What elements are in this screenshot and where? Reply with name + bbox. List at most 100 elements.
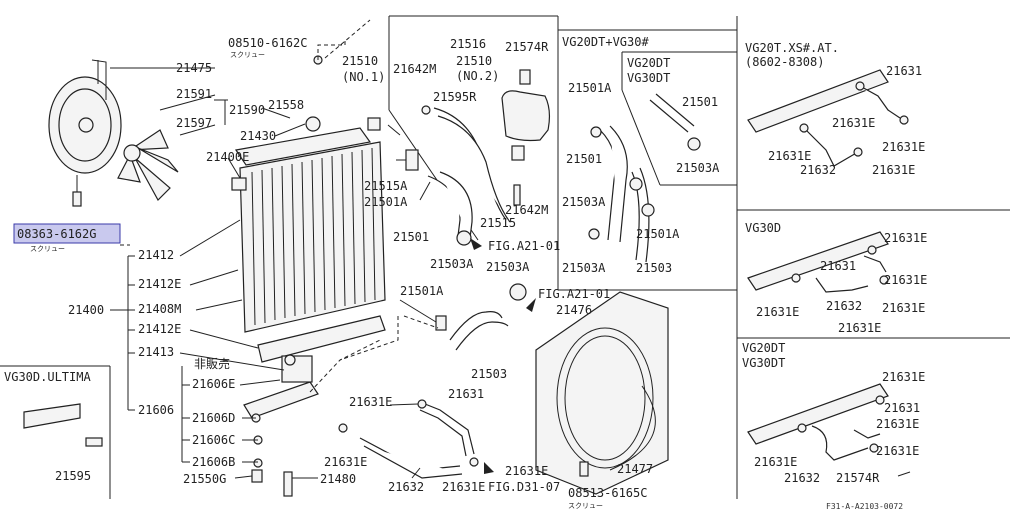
- footer-code: F31-A-A2103-0072: [826, 502, 903, 511]
- label-21631e-c[interactable]: 21631E: [882, 301, 925, 315]
- label-21503a-a[interactable]: 21503A: [430, 257, 474, 271]
- label-21574r-a[interactable]: 21574R: [505, 40, 549, 54]
- label-21408m[interactable]: 21408M: [138, 302, 181, 316]
- label-21501a[interactable]: 21501A: [568, 81, 612, 95]
- fan-blade-part: [117, 129, 179, 201]
- label-21631e-b[interactable]: 21631E: [324, 455, 367, 469]
- label-21501-a[interactable]: 21501: [393, 230, 429, 244]
- label-21631e-d[interactable]: 21631E: [756, 305, 799, 319]
- label-21606[interactable]: 21606: [138, 403, 174, 417]
- label-21400e[interactable]: 21400E: [206, 150, 249, 164]
- label-21503a-b[interactable]: 21503A: [562, 261, 606, 275]
- vg30d-panel-drawing: [747, 231, 889, 293]
- label-21631e-a[interactable]: 21631E: [882, 370, 925, 384]
- label-21516[interactable]: 21516: [450, 37, 486, 51]
- label-fig-d31-07[interactable]: FIG.D31-07: [488, 480, 560, 494]
- label-21590[interactable]: 21590: [229, 103, 265, 117]
- label-21631e-c[interactable]: 21631E: [876, 444, 919, 458]
- label-21515a[interactable]: 21515A: [364, 179, 408, 193]
- label-sub-21501[interactable]: 21501: [682, 95, 718, 109]
- label-21631[interactable]: 21631: [886, 64, 922, 78]
- lower-hose-part: [435, 283, 527, 351]
- label-21631-a[interactable]: 21631: [448, 387, 484, 401]
- label-21606c[interactable]: 21606C: [192, 433, 235, 447]
- label-21550g[interactable]: 21550G: [183, 472, 226, 486]
- label-21412[interactable]: 21412: [138, 248, 174, 262]
- label-21501a-a[interactable]: 21501A: [364, 195, 408, 209]
- label-21606b[interactable]: 21606B: [192, 455, 235, 469]
- panel-frames: [0, 15, 1010, 499]
- fan-shroud-large-part: [535, 291, 669, 495]
- label-21632-a[interactable]: 21632: [388, 480, 424, 494]
- label-21413[interactable]: 21413: [138, 345, 174, 359]
- label-21631e-b[interactable]: 21631E: [884, 273, 927, 287]
- label-21501a-b[interactable]: 21501A: [636, 227, 680, 241]
- label-21631[interactable]: 21631: [884, 401, 920, 415]
- label-21510-no2-a[interactable]: 21510: [456, 54, 492, 68]
- vg30d-panel-labels: VG30D 21631E 21631 21631E 21632 21631E 2…: [745, 221, 927, 335]
- label-21503a-a[interactable]: 21503A: [562, 195, 606, 209]
- label-21476[interactable]: 21476: [556, 303, 592, 317]
- label-21558[interactable]: 21558: [268, 98, 304, 112]
- label-fig-a21-01-b[interactable]: FIG.A21-01: [538, 287, 610, 301]
- label-21631e-c[interactable]: 21631E: [768, 149, 811, 163]
- label-21510-no1-a[interactable]: 21510: [342, 54, 378, 68]
- label-21400[interactable]: 21400: [68, 303, 104, 317]
- label-21412e-b[interactable]: 21412E: [138, 322, 181, 336]
- label-21631[interactable]: 21631: [820, 259, 856, 273]
- panel-title-vg20dt-vg30: VG20DT+VG30#: [562, 35, 649, 49]
- label-08513-6165c[interactable]: 08513-6165C: [568, 486, 647, 500]
- label-21631e-b[interactable]: 21631E: [882, 140, 925, 154]
- label-21574r[interactable]: 21574R: [836, 471, 880, 485]
- arrow-down-right-icon: [470, 238, 482, 250]
- label-21631e-d[interactable]: 21631E: [754, 455, 797, 469]
- label-21475[interactable]: 21475: [176, 61, 212, 75]
- label-screw-3: スクリュー: [568, 502, 603, 510]
- label-21480[interactable]: 21480: [320, 472, 356, 486]
- label-21515[interactable]: 21515: [480, 216, 516, 230]
- label-21642m-b[interactable]: 21642M: [505, 203, 548, 217]
- label-sub-21503a[interactable]: 21503A: [676, 161, 720, 175]
- label-21503[interactable]: 21503: [471, 367, 507, 381]
- panel-title-vg30dt: VG30DT: [742, 356, 785, 370]
- sub-panel-title-b: VG30DT: [627, 71, 670, 85]
- label-21631e-b[interactable]: 21631E: [876, 417, 919, 431]
- arrow-up-left-icon: [526, 298, 536, 312]
- label-21591[interactable]: 21591: [176, 87, 212, 101]
- label-21430[interactable]: 21430: [240, 129, 276, 143]
- label-21412e-a[interactable]: 21412E: [138, 277, 181, 291]
- label-21477[interactable]: 21477: [617, 462, 653, 476]
- radiator-part: [231, 116, 419, 363]
- label-21503[interactable]: 21503: [636, 261, 672, 275]
- panel-title-vg20t-b: (8602-8308): [745, 55, 824, 69]
- trans-cooler-hose-part: [338, 399, 479, 479]
- label-21501a-b[interactable]: 21501A: [400, 284, 444, 298]
- vg20t-panel-labels: VG20T.XS#.AT. (8602-8308) 21631 21631E 2…: [745, 41, 925, 177]
- label-21501[interactable]: 21501: [566, 152, 602, 166]
- label-21632[interactable]: 21632: [800, 163, 836, 177]
- label-fig-a21-01-a[interactable]: FIG.A21-01: [488, 239, 560, 253]
- label-21595[interactable]: 21595: [55, 469, 91, 483]
- vg20dt-vg30dt-panel-drawing: [747, 383, 911, 477]
- label-21631e-d[interactable]: 21631E: [872, 163, 915, 177]
- label-21631e-c[interactable]: 21631E: [442, 480, 485, 494]
- vg20dt-vg30-panel-labels: VG20DT+VG30# VG20DT VG30DT 21501A 21501 …: [562, 35, 720, 275]
- label-21631e-a[interactable]: 21631E: [832, 116, 875, 130]
- label-21606d[interactable]: 21606D: [192, 411, 235, 425]
- label-08510-6162c[interactable]: 08510-6162C: [228, 36, 307, 50]
- label-21503a-b[interactable]: 21503A: [486, 260, 530, 274]
- label-21510-no1-b: (NO.1): [342, 70, 385, 84]
- label-21597[interactable]: 21597: [176, 116, 212, 130]
- label-21510-no2-b: (NO.2): [456, 69, 499, 83]
- label-21632[interactable]: 21632: [784, 471, 820, 485]
- label-21595r[interactable]: 21595R: [433, 90, 477, 104]
- label-21631e-a[interactable]: 21631E: [349, 395, 392, 409]
- label-21642m-a[interactable]: 21642M: [393, 62, 436, 76]
- label-21632[interactable]: 21632: [826, 299, 862, 313]
- label-21631e-e[interactable]: 21631E: [838, 321, 881, 335]
- leader-lines: [110, 67, 437, 479]
- label-21606e[interactable]: 21606E: [192, 377, 235, 391]
- label-21631e-d[interactable]: 21631E: [505, 464, 548, 478]
- label-21631e-a[interactable]: 21631E: [884, 231, 927, 245]
- label-08363-6162g[interactable]: 08363-6162G: [17, 227, 96, 241]
